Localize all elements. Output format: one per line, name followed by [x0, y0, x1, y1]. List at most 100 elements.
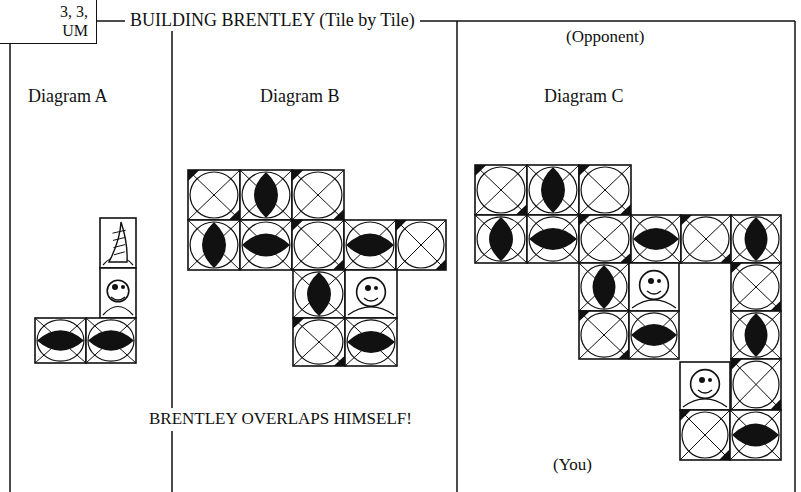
body-marking [202, 222, 226, 268]
corner-marking [475, 165, 486, 176]
frame-right [794, 21, 796, 492]
diagram-heading: Diagram C [544, 87, 623, 107]
tile-diagonal [629, 311, 679, 359]
tile-diagonal [292, 170, 344, 220]
frame-left [9, 44, 11, 492]
corner-marking [396, 220, 407, 231]
tile-diagonal [631, 215, 681, 263]
corner-marking [770, 399, 781, 410]
corner-marking [720, 252, 731, 263]
tile-diagonal [579, 263, 629, 311]
tile-diagonal [629, 311, 679, 359]
tile-diagonal [188, 170, 240, 220]
snake-tile [188, 170, 240, 220]
body-marking [631, 324, 677, 346]
tile-circle [581, 313, 627, 357]
tile-circle [581, 217, 629, 261]
tile-circle [398, 222, 444, 268]
tile-diagonal [396, 220, 446, 270]
rattle-ring [113, 237, 125, 240]
corner-marking [579, 311, 590, 322]
corner-marking [292, 170, 303, 181]
tile-diagonal [345, 318, 397, 366]
snake-tile [345, 270, 397, 318]
tile-outline [100, 268, 136, 318]
tile-diagonal [240, 220, 292, 270]
tile-outline [579, 263, 629, 311]
corner-marking [579, 165, 590, 176]
tile-diagonal [731, 311, 781, 359]
rattle-ring [113, 230, 126, 233]
snake-rattle [109, 222, 127, 262]
diagram-heading: Diagram B [260, 87, 339, 107]
snake-tile [631, 215, 681, 263]
corner-marking [435, 259, 446, 270]
corner-marking [293, 318, 304, 329]
snake-tile [681, 215, 731, 263]
tile-diagonal [681, 215, 731, 263]
body-marking [242, 234, 290, 257]
snake-head [691, 370, 720, 399]
tile-outline [681, 215, 731, 263]
tile-circle [682, 412, 728, 458]
tile-circle [581, 265, 627, 309]
tile-diagonal [293, 318, 345, 366]
player-label: (Opponent) [566, 28, 644, 47]
snake-tile [629, 311, 679, 359]
snake-tile [100, 218, 136, 268]
tile-diagonal [293, 270, 345, 318]
snake-mouth [698, 390, 712, 393]
tile-circle [37, 320, 84, 361]
snake-tile [240, 220, 292, 270]
corner-marking [731, 263, 742, 274]
tile-circle [477, 167, 525, 213]
snake-tile [475, 165, 527, 215]
tile-diagonal [731, 311, 781, 359]
body-marking [745, 217, 768, 261]
snake-eye [648, 278, 654, 284]
tile-outline [579, 311, 629, 359]
snake-eye [121, 285, 125, 289]
tile-circle [733, 217, 779, 261]
tile-diagonal [293, 318, 345, 366]
snake-tile [730, 410, 781, 460]
corner-marking [680, 410, 691, 421]
snake-eye [365, 285, 371, 291]
snake-tiles [35, 165, 781, 460]
tile-diagonal [527, 215, 579, 263]
tile-outline [680, 362, 730, 410]
tile-diagonal [579, 215, 631, 263]
panel-frame [10, 21, 795, 492]
tile-outline [731, 311, 781, 359]
snake-head [357, 278, 386, 307]
tile-arc [683, 399, 727, 407]
tile-circle [242, 222, 290, 268]
player-label: (You) [553, 456, 592, 475]
tile-diagonal [475, 165, 527, 215]
tile-circle [295, 272, 343, 316]
corner-marking [333, 259, 344, 270]
tile-outline [292, 220, 344, 270]
tile-circle [733, 361, 779, 408]
snake-eye [657, 279, 661, 283]
tile-diagonal [579, 165, 631, 215]
snake-tile [345, 318, 397, 366]
tile-diagonal [731, 359, 781, 410]
snake-tile [100, 268, 136, 318]
tile-diagonal [579, 311, 629, 359]
tile-circle [294, 222, 342, 268]
snake-tile [680, 362, 730, 410]
tile-outline [86, 318, 136, 363]
tile-diagonal [188, 170, 240, 220]
tile-outline [527, 165, 579, 215]
tile-diagonal [475, 215, 527, 263]
body-marking [745, 313, 768, 357]
tile-outline [344, 220, 396, 270]
body-marking [346, 234, 394, 257]
snake-tile [731, 311, 781, 359]
tile-outline [579, 165, 631, 215]
tile-circle [190, 222, 238, 268]
snake-tile [731, 359, 781, 410]
tile-outline [631, 215, 681, 263]
tile-diagonal [292, 220, 344, 270]
